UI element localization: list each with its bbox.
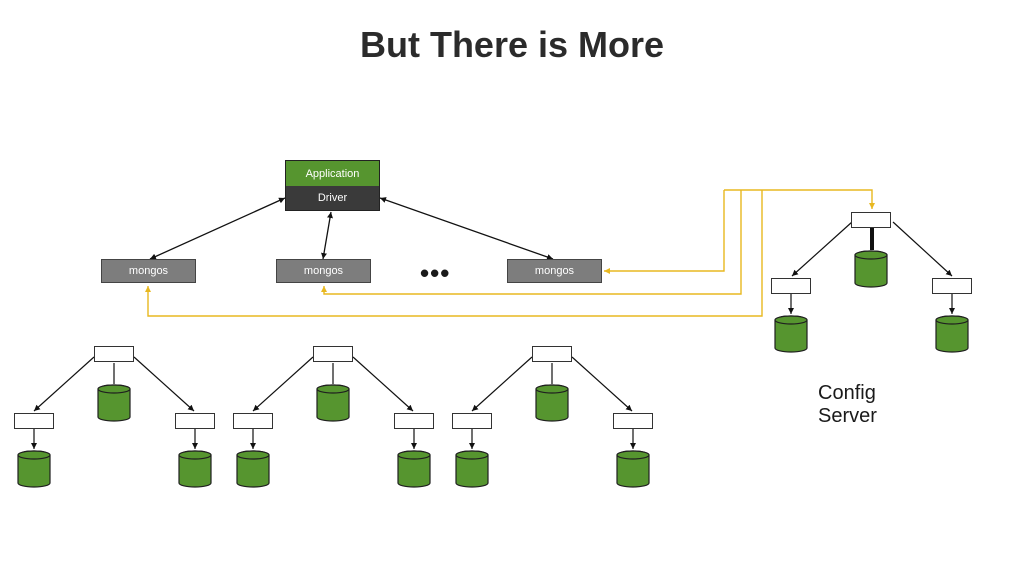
shard2-secondary-node-right — [394, 413, 434, 429]
app-mongos-link-2 — [321, 211, 333, 260]
shard2-left-db-icon — [236, 450, 270, 488]
driver-label: Driver — [286, 186, 379, 210]
shard2-primary-to-left — [252, 356, 314, 412]
config-primary-db-icon — [854, 250, 888, 288]
config-primary-node — [851, 212, 891, 228]
shard1-secondary-node-right — [175, 413, 215, 429]
config-link-to-mongos-2 — [321, 190, 742, 295]
config-primary-to-secondary-right — [892, 221, 953, 277]
shard3-primary-node — [532, 346, 572, 362]
app-mongos-link-1 — [149, 197, 286, 260]
config-label-line2: Server — [818, 405, 877, 427]
shard1-primary-node — [94, 346, 134, 362]
application-label: Application — [286, 161, 379, 186]
config-secondary-node-right — [932, 278, 972, 294]
shard3-secondary-node-right — [613, 413, 653, 429]
config-link-to-mongos-1 — [145, 190, 763, 317]
shard3-primary-to-right — [571, 356, 633, 412]
shard2-primary-db-icon — [316, 384, 350, 422]
shard2-secondary-node-left — [233, 413, 273, 429]
app-mongos-link-3 — [379, 197, 554, 260]
config-server-label: Config Server — [818, 382, 877, 428]
application-driver-box: Application Driver — [285, 160, 380, 211]
shard2-primary-to-right — [352, 356, 414, 412]
shard3-secondary-node-left — [452, 413, 492, 429]
shard1-primary-to-right — [133, 356, 195, 412]
config-link-top — [724, 189, 875, 209]
shard1-secondary-node-left — [14, 413, 54, 429]
mongos-router-1: mongos — [101, 259, 196, 283]
mongos-router-3: mongos — [507, 259, 602, 283]
config-link-to-mongos-3 — [604, 190, 725, 274]
shard3-primary-to-left — [471, 356, 533, 412]
config-label-line1: Config — [818, 382, 876, 404]
shard3-left-db-icon — [455, 450, 489, 488]
config-secondary-node-left — [771, 278, 811, 294]
shard3-right-db-icon — [616, 450, 650, 488]
shard1-left-db-icon — [17, 450, 51, 488]
config-right-db-icon — [935, 315, 969, 353]
shard2-right-db-icon — [397, 450, 431, 488]
config-left-db-icon — [774, 315, 808, 353]
config-primary-to-secondary-left — [791, 221, 853, 277]
shard1-primary-to-left — [33, 356, 95, 412]
mongos-router-2: mongos — [276, 259, 371, 283]
shard3-primary-db-icon — [535, 384, 569, 422]
page-title: But There is More — [359, 24, 665, 65]
shard1-primary-db-icon — [97, 384, 131, 422]
shard1-right-db-icon — [178, 450, 212, 488]
ellipsis: ••• — [420, 258, 451, 288]
shard2-primary-node — [313, 346, 353, 362]
